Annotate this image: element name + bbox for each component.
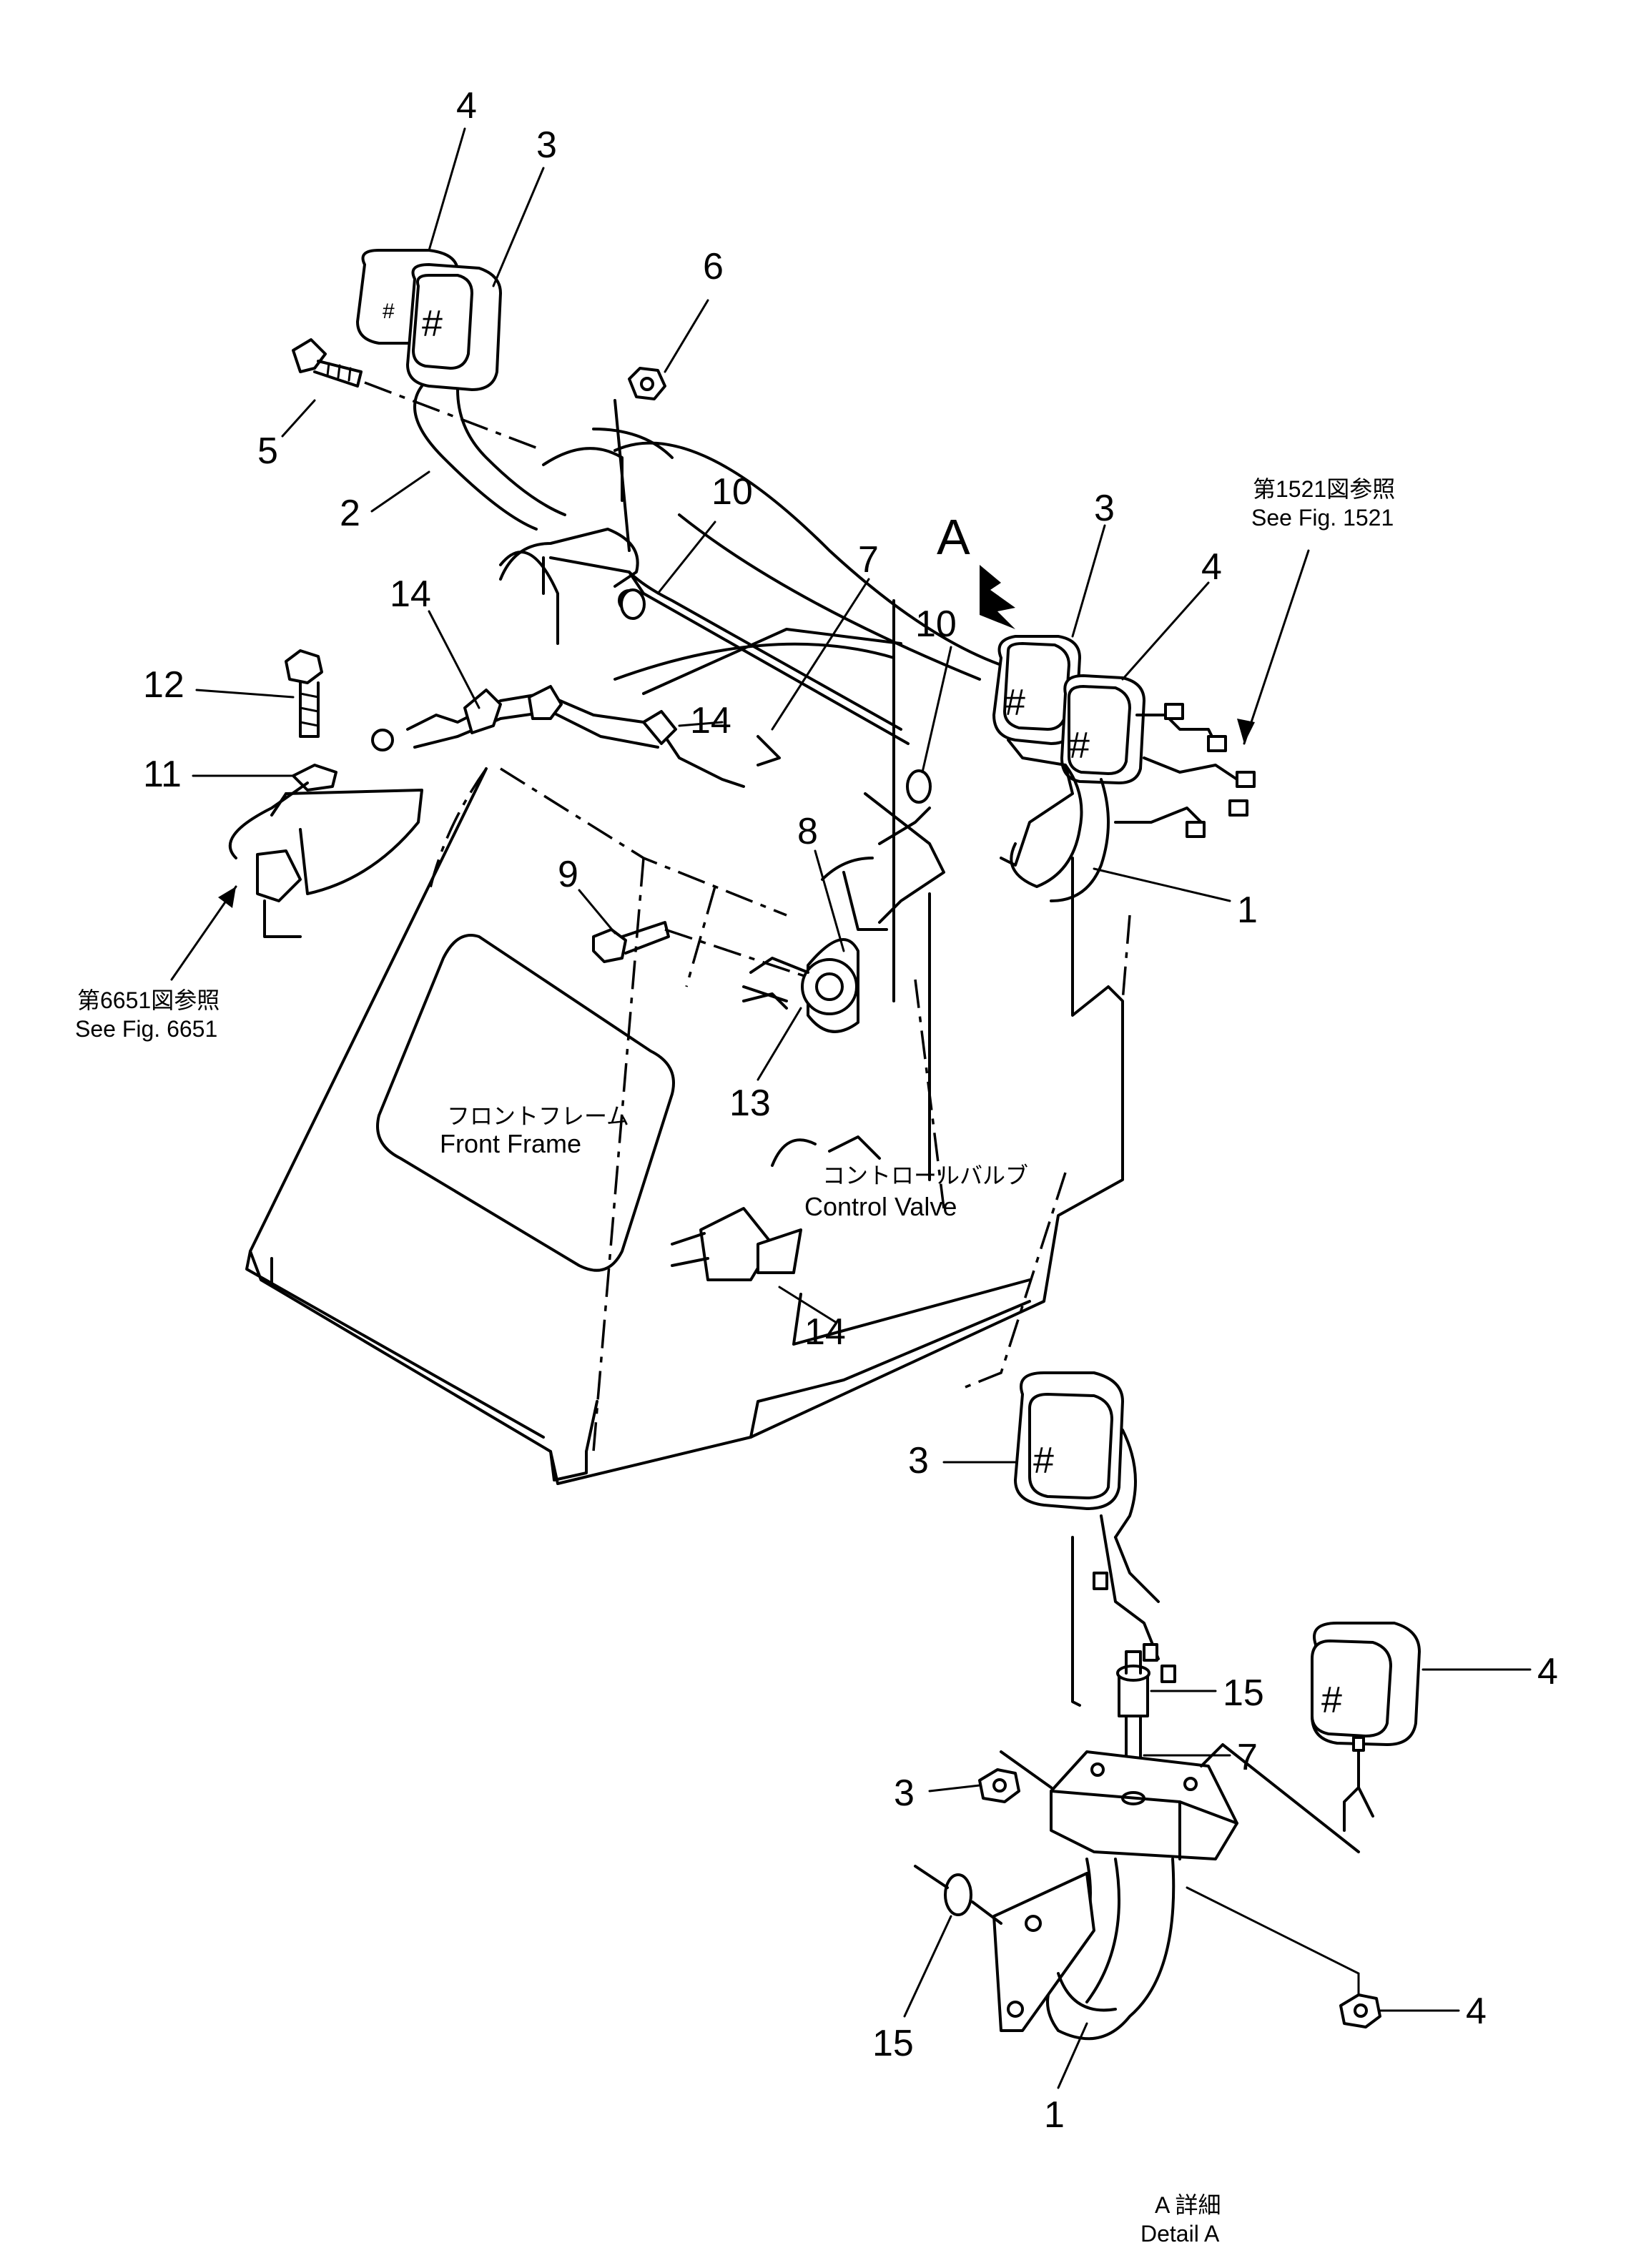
callout-14-bottom: 14 <box>804 1311 846 1353</box>
detail-a-en: Detail A <box>1140 2221 1220 2247</box>
bolt-icon <box>292 338 363 388</box>
detail-callout-7: 7 <box>1237 1737 1258 1778</box>
label-control-valve-en: Control Valve <box>804 1192 957 1221</box>
callout-10: 10 <box>711 471 753 513</box>
work-lamp-left-pair: # # <box>356 249 566 531</box>
detail-callout-3: 3 <box>908 1440 929 1481</box>
callout-6: 6 <box>703 246 724 287</box>
callout-4-right: 4 <box>1201 546 1222 588</box>
callout-11: 11 <box>143 754 182 795</box>
svg-text:#: # <box>383 300 395 323</box>
detail-callout-3-nut: 3 <box>894 1773 915 1814</box>
detail-a: # # <box>914 1371 1421 2041</box>
svg-text:#: # <box>1005 682 1025 724</box>
svg-text:#: # <box>1321 1680 1342 1721</box>
svg-text:#: # <box>1069 725 1090 766</box>
detail-a-jp: A 詳細 <box>1155 2192 1221 2218</box>
notes: 第1521図参照 See Fig. 1521 第6651図参照 See Fig.… <box>75 476 1395 2247</box>
detail-callout-15: 15 <box>1223 1672 1264 1714</box>
nut-icon <box>628 367 666 400</box>
callout-3: 3 <box>536 124 557 166</box>
callout-2: 2 <box>340 493 360 534</box>
svg-text:#: # <box>1033 1440 1054 1481</box>
callout-3-right: 3 <box>1094 488 1115 529</box>
detail-marker-a: A <box>937 509 970 565</box>
arrow-icon <box>980 565 1015 629</box>
wire-harness <box>406 528 945 931</box>
callout-leaders <box>192 127 1532 2089</box>
note-fig1521-jp: 第1521図参照 <box>1253 476 1395 502</box>
label-front-frame-jp: フロントフレーム <box>447 1103 629 1129</box>
svg-text:#: # <box>422 303 443 345</box>
callout-8: 8 <box>797 811 818 852</box>
detail-callout-15-lower: 15 <box>872 2023 914 2064</box>
horn-icon <box>742 938 859 1033</box>
bolt-icon <box>285 649 323 738</box>
callout-9: 9 <box>558 854 578 895</box>
sensor-bracket <box>228 729 423 938</box>
bolt-icon <box>592 921 670 963</box>
callout-4: 4 <box>456 85 477 127</box>
detail-callout-4-nut: 4 <box>1466 1991 1487 2032</box>
callout-13: 13 <box>729 1083 771 1124</box>
front-frame <box>245 767 1131 1485</box>
note-fig6651-en: See Fig. 6651 <box>75 1016 217 1042</box>
callout-1: 1 <box>1237 889 1258 931</box>
callout-7: 7 <box>858 539 879 581</box>
callout-12: 12 <box>143 664 184 706</box>
cab-structure <box>499 399 1002 1181</box>
note-fig1521-en: See Fig. 1521 <box>1251 505 1394 531</box>
detail-callout-4: 4 <box>1537 1651 1558 1692</box>
note-fig6651-jp: 第6651図参照 <box>77 987 220 1013</box>
leader-lines <box>170 549 1310 981</box>
label-control-valve-jp: コントロールバルブ <box>822 1163 1028 1188</box>
callout-10-right: 10 <box>915 603 957 645</box>
work-lamp-right-pair: # # <box>992 635 1256 902</box>
clip-icon <box>463 685 677 745</box>
callout-labels: 4 3 6 5 2 10 A 7 3 4 10 14 14 12 11 8 9 … <box>143 85 1558 2136</box>
detail-callout-1: 1 <box>1044 2094 1065 2136</box>
callout-14-mid: 14 <box>690 700 731 741</box>
connector-icon <box>671 1135 881 1281</box>
callout-5: 5 <box>257 430 278 472</box>
callout-14-top: 14 <box>390 573 431 615</box>
grommet-icon <box>620 588 932 804</box>
label-front-frame-en: Front Frame <box>440 1129 581 1158</box>
